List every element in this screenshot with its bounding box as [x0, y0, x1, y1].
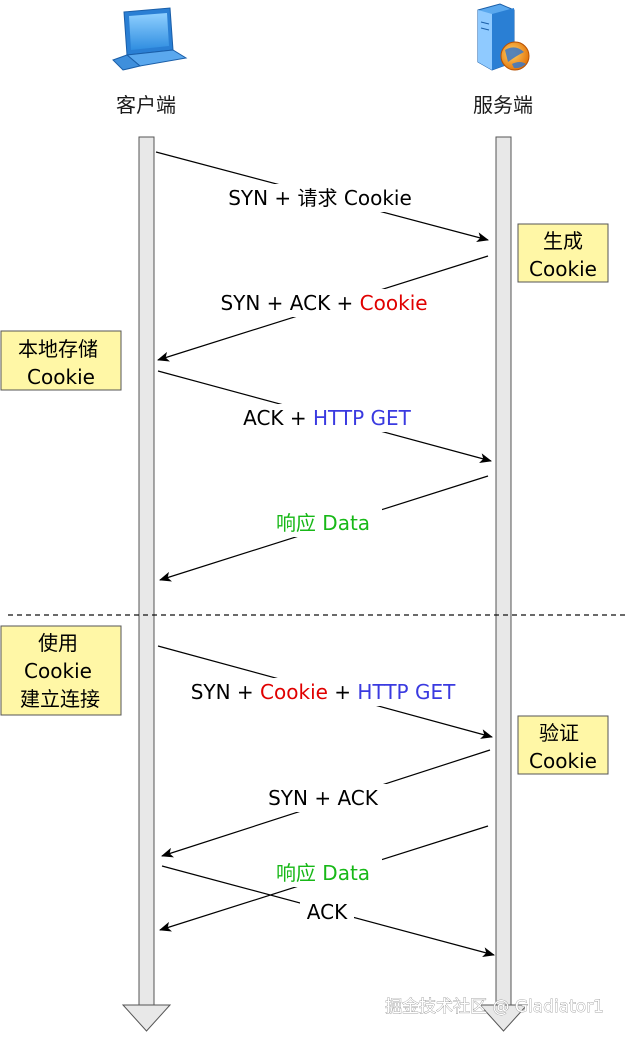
svg-text:本地存储: 本地存储	[18, 337, 98, 361]
message-label: 响应 Data	[276, 511, 370, 535]
svg-text:生成: 生成	[543, 229, 583, 253]
svg-text:使用: 使用	[38, 631, 78, 655]
message-label: ACK + HTTP GET	[243, 406, 412, 430]
svg-text:Cookie: Cookie	[24, 659, 92, 683]
svg-text:Cookie: Cookie	[27, 365, 95, 389]
note-store-cookie: 本地存储 Cookie	[0, 330, 122, 391]
svg-text:Cookie: Cookie	[529, 257, 597, 281]
note-use-cookie: 使用 Cookie 建立连接	[0, 625, 122, 716]
client-lifeline	[121, 136, 172, 1032]
message-label: SYN + ACK	[268, 786, 379, 810]
message-label: 响应 Data	[276, 861, 370, 885]
svg-text:Cookie: Cookie	[529, 749, 597, 773]
message-label: SYN + 请求 Cookie	[228, 186, 412, 210]
message-label: SYN + ACK + Cookie	[220, 291, 427, 315]
svg-text:验证: 验证	[539, 721, 579, 745]
client-label: 客户端	[116, 93, 176, 117]
note-verify-cookie: 验证 Cookie	[517, 715, 609, 775]
watermark: 掘金技术社区 @ Gladiator1	[385, 997, 604, 1017]
message-label: SYN + Cookie + HTTP GET	[191, 680, 456, 704]
server-label: 服务端	[473, 93, 533, 117]
laptop-icon	[112, 7, 188, 71]
server-globe-icon	[477, 3, 530, 71]
message-label: ACK	[307, 900, 348, 924]
svg-text:建立连接: 建立连接	[20, 687, 100, 711]
server-lifeline	[478, 136, 529, 1032]
note-generate-cookie: 生成 Cookie	[517, 223, 609, 283]
